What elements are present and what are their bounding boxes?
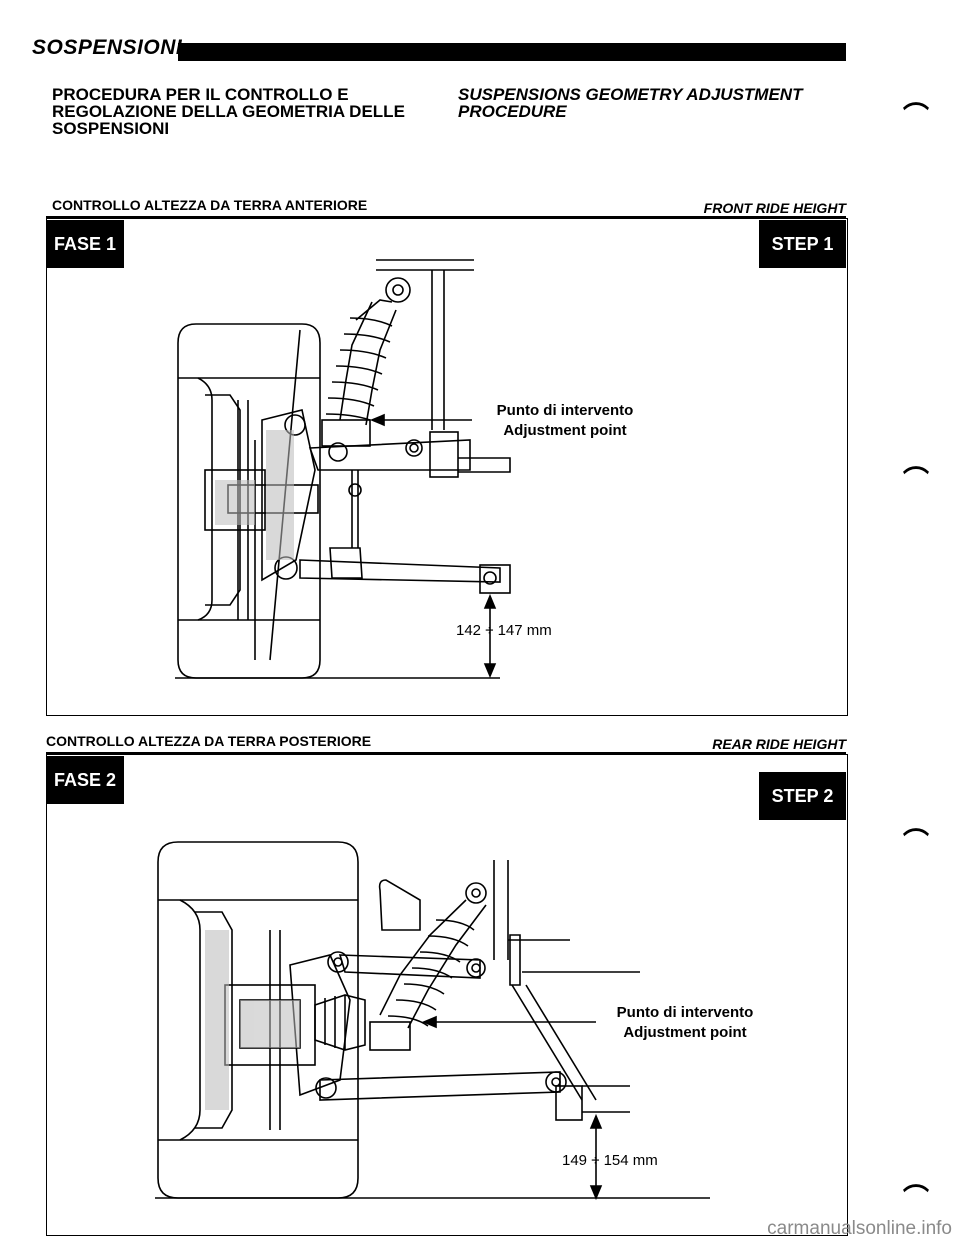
rear-step-tag-english: STEP 2 (759, 772, 846, 820)
front-heading-rule (46, 216, 846, 218)
rear-heading-rule (46, 752, 846, 754)
rear-diagram-panel (46, 754, 848, 1236)
margin-mark: ⌒ (903, 1183, 930, 1213)
procedure-title-italian: PROCEDURA PER IL CONTROLLO E REGOLAZIONE… (52, 85, 405, 138)
header-bar (178, 43, 846, 61)
margin-mark: ⌒ (903, 465, 930, 495)
watermark: carmanualsonline.info (767, 1218, 952, 1239)
rear-heading-english: REAR RIDE HEIGHT (712, 736, 846, 752)
rear-ride-height-value: 149 ÷ 154 mm (562, 1152, 658, 1169)
front-diagram-panel (46, 218, 848, 716)
front-heading-english: FRONT RIDE HEIGHT (703, 200, 846, 216)
procedure-title-english: SUSPENSIONS GEOMETRY ADJUSTMENT PROCEDUR… (458, 85, 803, 121)
margin-mark: ⌒ (903, 827, 930, 857)
rear-adjustment-label-italian: Punto di intervento (616, 1004, 754, 1021)
section-title: SOSPENSIONI (32, 36, 183, 59)
front-ride-height-value: 142 ÷ 147 mm (456, 622, 552, 639)
front-heading-italian: CONTROLLO ALTEZZA DA TERRA ANTERIORE (52, 197, 368, 213)
margin-mark: ⌒ (903, 101, 930, 131)
front-step-tag-english: STEP 1 (759, 220, 846, 268)
front-adjustment-label-english: Adjustment point (503, 422, 627, 439)
rear-adjustment-label-english: Adjustment point (623, 1024, 747, 1041)
front-adjustment-label-italian: Punto di intervento (496, 402, 634, 419)
rear-heading-italian: CONTROLLO ALTEZZA DA TERRA POSTERIORE (46, 733, 372, 749)
front-step-tag-italian: FASE 1 (46, 220, 124, 268)
rear-step-tag-italian: FASE 2 (46, 756, 124, 804)
